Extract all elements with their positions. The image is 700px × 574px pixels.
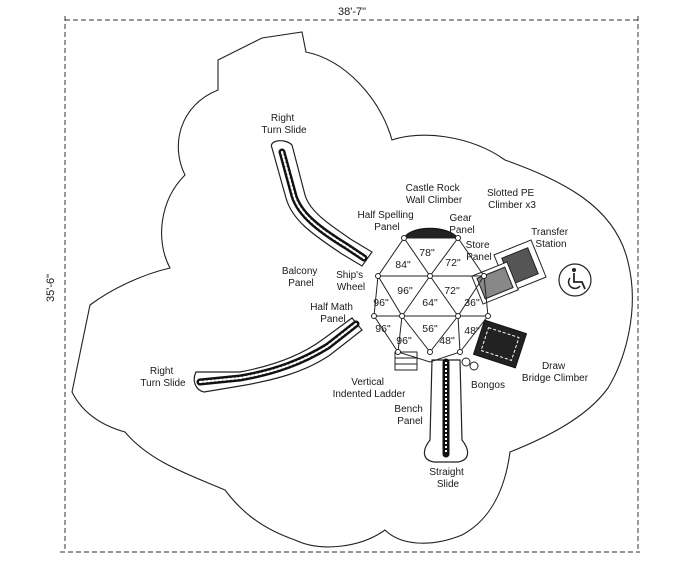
label-balcony-panel: Balcony Panel	[282, 266, 320, 289]
label-right-turn-slide-left: Right Turn Slide	[140, 366, 186, 389]
deck-height: 96"	[373, 297, 389, 309]
deck-height: 96"	[375, 323, 391, 335]
label-draw-bridge: Draw Bridge Climber	[522, 361, 589, 384]
deck-height: 72"	[444, 285, 460, 297]
deck-height: 48"	[464, 325, 480, 337]
label-vertical-ladder: Vertical Indented Ladder	[333, 377, 407, 400]
deck-height: 78"	[419, 247, 435, 259]
deck-height: 72"	[445, 257, 461, 269]
label-straight-slide: Straight Slide	[429, 467, 466, 490]
label-half-spelling: Half Spelling Panel	[358, 210, 417, 233]
label-castle-rock: Castle Rock Wall Climber	[406, 183, 463, 206]
label-gear-panel: Gear Panel	[449, 213, 475, 236]
bongos	[461, 357, 479, 371]
dimension-lines: 38'-7" 35'-6"	[45, 6, 640, 553]
right-turn-slide-top	[270, 140, 373, 267]
safety-zone-outline	[71, 31, 633, 548]
deck-height: 36"	[464, 297, 480, 309]
component-labels: Right Turn Slide Castle Rock Wall Climbe…	[140, 113, 588, 490]
label-bongos: Bongos	[471, 380, 505, 391]
deck-heights: 78" 84" 72" 96" 96" 64" 72" 36" 96" 96" …	[373, 247, 480, 347]
depth-dimension: 35'-6"	[45, 274, 57, 302]
label-store-panel: Store Panel	[466, 240, 493, 263]
deck-height: 64"	[422, 297, 438, 309]
deck-height: 96"	[396, 335, 412, 347]
width-dimension: 38'-7"	[338, 6, 366, 18]
label-right-turn-slide-top: Right Turn Slide	[261, 113, 307, 136]
deck-height: 48"	[439, 335, 455, 347]
label-ships-wheel: Ship's Wheel	[336, 270, 366, 293]
draw-bridge-climber	[472, 319, 528, 369]
label-slotted-pe: Slotted PE Climber x3	[487, 188, 537, 211]
label-transfer-station: Transfer Station	[531, 227, 571, 250]
transfer-station	[471, 239, 547, 305]
wheelchair-accessible-icon	[558, 263, 592, 297]
deck-height: 56"	[422, 323, 438, 335]
label-bench-panel: Bench Panel	[394, 404, 425, 427]
label-half-math: Half Math Panel	[310, 302, 356, 325]
deck-height: 96"	[397, 285, 413, 297]
deck-height: 84"	[395, 259, 411, 271]
straight-slide	[423, 358, 469, 463]
right-turn-slide-left	[193, 317, 363, 393]
deck-grid	[371, 235, 491, 363]
